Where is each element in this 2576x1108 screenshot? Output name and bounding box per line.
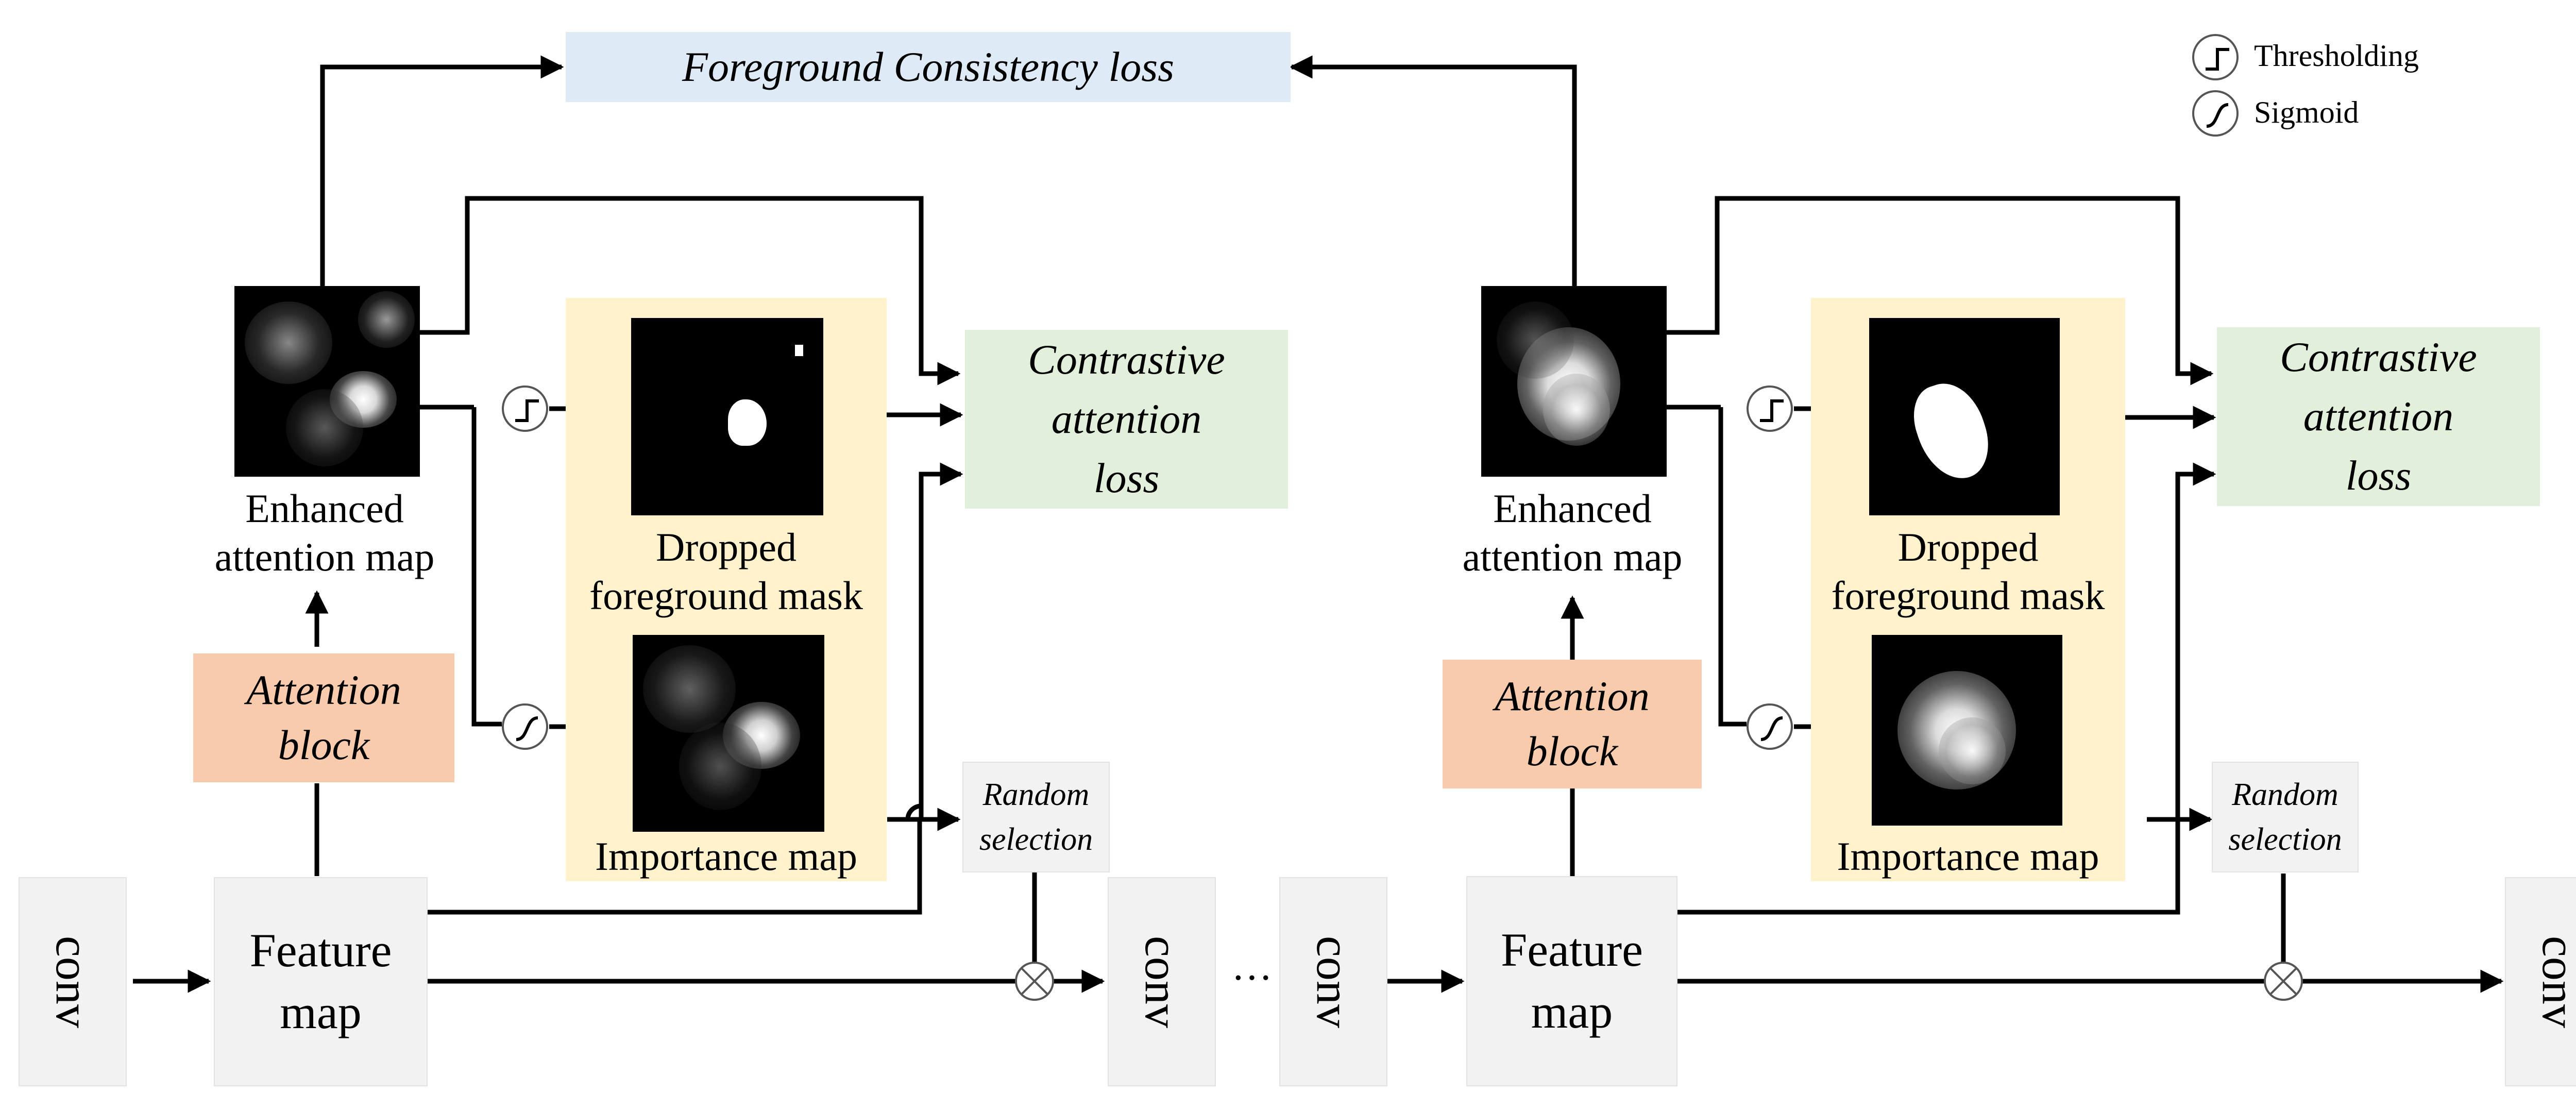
random-selection-box-left: Random selection [962,762,1110,872]
contrastive-label-2: attention [1051,395,1202,443]
dropped-foreground-mask-label-left: Dropped foreground mask [589,525,863,618]
foreground-consistency-loss-label: Foreground Consistency loss [682,43,1175,90]
contrastive-label-1: Contrastive [2280,333,2477,381]
enhanced-attention-map-label-right: Enhanced attention map [1462,486,1683,579]
feature-map-label-2: map [1531,985,1613,1038]
contrastive-label-3: loss [1093,454,1160,501]
arrow-enhanced-to-contrastive-top-right [1667,196,2214,385]
conv-label: conv [2533,935,2576,1028]
line-split-down [471,407,502,727]
legend-thresholding: Thresholding [2254,39,2419,73]
conv-input-box-right: conv [1279,877,1387,1086]
conv-output-box-right: conv [2505,877,2576,1086]
dropped-foreground-mask-label-right: Dropped foreground mask [1831,525,2105,618]
feature-map-box-right: Feature map [1466,876,1677,1086]
contrastive-attention-loss-box-right: Contrastive attention loss [2217,327,2540,506]
random-selection-label-2: selection [2228,821,2342,857]
attention-block-box-left: Attention block [193,653,454,782]
random-selection-label-1: Random [2232,777,2338,812]
random-selection-label-2: selection [979,821,1093,857]
multiply-node-right [2264,962,2303,1001]
conv-label: conv [1307,935,1360,1028]
arrow-enhanced-to-contrastive-top [420,196,961,385]
line-feature-to-random [428,819,922,915]
step-function-icon [1747,385,1793,432]
enhanced-attention-map-image-right [1481,286,1667,477]
legend-sigmoid: Sigmoid [2254,95,2359,129]
line-split-down-right [1718,407,1747,727]
feature-map-label-1: Feature [249,924,392,977]
arrow-random-to-contrastive [887,462,963,822]
sigmoid-curve-icon [502,703,548,750]
importance-map-image-left [633,635,824,832]
importance-map-label-right: Importance map [1837,834,2099,879]
step-function-icon [2192,34,2239,80]
arrow-enhanced-to-fc-loss [320,55,564,289]
feature-map-box-left: Feature map [214,877,428,1086]
feature-map-label-1: Feature [1501,924,1643,977]
dropped-foreground-mask-image-left [631,318,823,515]
contrastive-label-3: loss [2345,451,2412,499]
foreground-consistency-loss-box: Foreground Consistency loss [566,32,1291,102]
contrastive-attention-loss-box-left: Contrastive attention loss [965,330,1288,509]
conv-label: conv [46,935,99,1028]
importance-map-image-right [1872,635,2062,826]
enhanced-attention-map-image-left [234,286,420,477]
attention-block-label-1: Attention [246,666,401,714]
attention-block-label-2: block [1526,728,1618,775]
random-selection-box-right: Random selection [2212,762,2359,872]
dropped-foreground-mask-image-right [1869,318,2060,515]
sigmoid-curve-icon [2192,90,2239,137]
conv-output-box-left: conv [1108,877,1216,1086]
ellipsis: ··· [1231,955,1273,1001]
contrastive-label-2: attention [2303,393,2454,440]
step-function-icon [502,385,548,432]
multiply-node-left [1015,962,1054,1001]
arrow-random-to-contrastive-right [2147,462,2216,822]
attention-block-label-2: block [278,721,370,768]
line-feature-to-random-right [1677,819,2180,915]
contrastive-label-1: Contrastive [1028,336,1225,383]
arrow-enhanced-to-fc-loss-right [1289,55,1577,289]
sigmoid-curve-icon [1747,703,1793,750]
feature-map-label-2: map [280,986,362,1038]
enhanced-attention-map-label-left: Enhanced attention map [214,486,435,579]
conv-label: conv [1136,935,1188,1028]
importance-map-label-left: Importance map [595,834,857,879]
attention-block-label-1: Attention [1495,673,1650,720]
hop-left [905,803,922,820]
attention-block-box-right: Attention block [1443,660,1702,788]
conv-input-box-left: conv [19,877,127,1086]
random-selection-label-1: Random [982,777,1090,812]
